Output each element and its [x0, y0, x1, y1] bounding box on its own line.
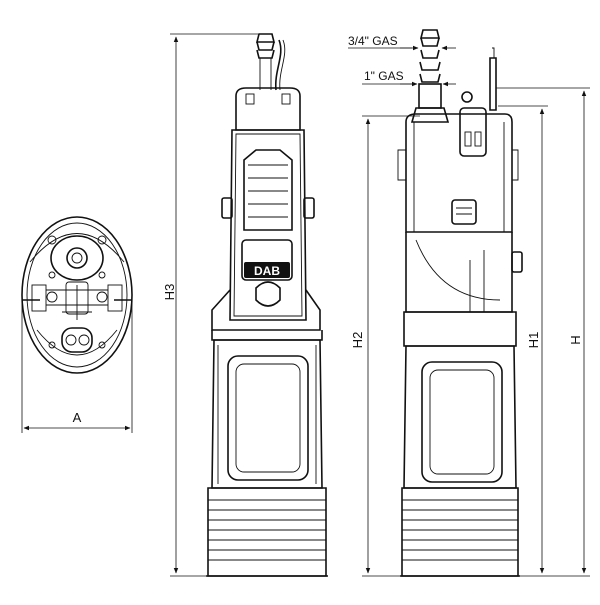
dimension-a-label: A: [73, 410, 82, 425]
dab-logo: DAB: [254, 264, 280, 278]
dimension-h1: H1: [498, 105, 548, 577]
gas-lower-label: 1" GAS: [364, 69, 404, 83]
gas-upper-label: 3/4" GAS: [348, 34, 398, 48]
dimension-h2-label: H2: [350, 332, 365, 349]
dimension-h1-label: H1: [526, 332, 541, 349]
dimension-a: A: [21, 300, 133, 433]
dimension-h3: H3: [162, 33, 258, 577]
dimension-h-label: H: [568, 335, 583, 344]
side-view: [397, 29, 523, 577]
dimension-h: H: [496, 87, 590, 577]
gas-connection-labels: 3/4" GAS 1" GAS: [348, 34, 456, 87]
dimension-h3-label: H3: [162, 284, 177, 301]
front-view: DAB: [206, 33, 328, 577]
dimension-h2: H2: [350, 115, 420, 577]
top-view: [21, 216, 133, 374]
